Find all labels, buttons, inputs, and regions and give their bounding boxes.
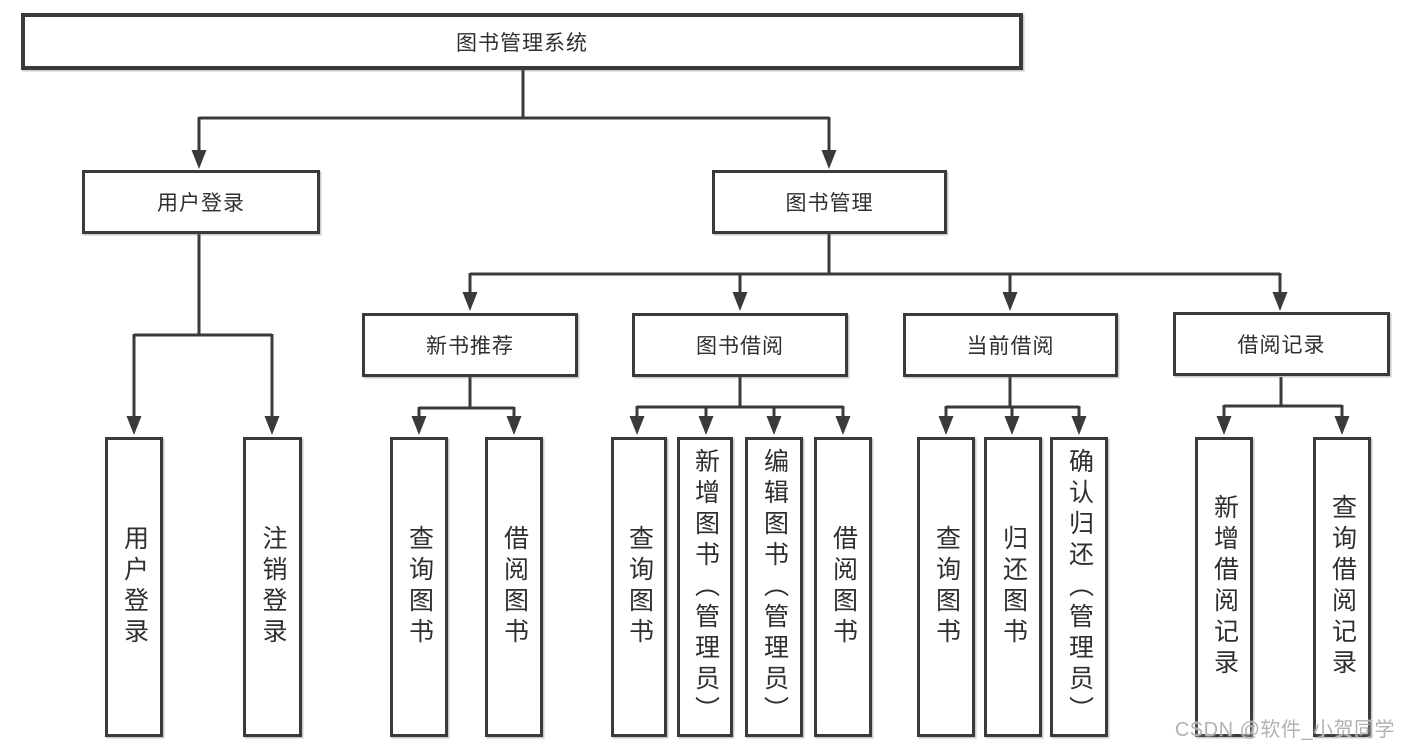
node-label: 用户登录 [157, 192, 245, 215]
node-label: 图书管理系统 [456, 31, 588, 55]
node-book-borrow: 图书借阅 [632, 313, 848, 377]
node-label: 查询借阅记录 [1328, 494, 1357, 680]
node-user-login: 用户登录 [82, 170, 320, 234]
node-label: 编辑图书（管理员） [760, 447, 789, 727]
node-label: 图书管理 [785, 192, 874, 215]
node-label: 用户登录 [120, 525, 149, 649]
leaf-borrow-books: 借阅图书 [814, 437, 872, 737]
node-current-borrow: 当前借阅 [903, 313, 1118, 377]
node-borrow-records: 借阅记录 [1173, 312, 1390, 376]
node-label: 注销登录 [259, 525, 287, 649]
node-label: 图书借阅 [696, 335, 784, 358]
node-book-management: 图书管理 [712, 170, 947, 234]
leaf-confirm-return-admin: 确认归还（管理员） [1050, 437, 1108, 737]
leaf-query-books-borrow: 查询图书 [611, 437, 667, 737]
leaf-return-books: 归还图书 [984, 437, 1042, 737]
node-label: 确认归还（管理员） [1065, 447, 1094, 727]
node-label: 新增借阅记录 [1210, 494, 1239, 680]
node-label: 借阅图书 [829, 525, 858, 649]
leaf-add-borrow-record: 新增借阅记录 [1195, 437, 1253, 737]
leaf-query-borrow-record: 查询借阅记录 [1313, 437, 1371, 737]
leaf-add-book-admin: 新增图书（管理员） [677, 437, 733, 737]
node-label: 新增图书（管理员） [691, 447, 720, 727]
node-label: 查询图书 [932, 525, 961, 649]
leaf-logout: 注销登录 [243, 437, 302, 737]
csdn-watermark: CSDN @软件_小贺同学 [1174, 719, 1395, 741]
node-label: 查询图书 [405, 525, 434, 649]
node-label: 借阅记录 [1237, 334, 1326, 357]
leaf-edit-book-admin: 编辑图书（管理员） [745, 437, 803, 737]
node-label: 查询图书 [625, 525, 654, 649]
node-library-system: 图书管理系统 [21, 13, 1023, 70]
node-new-book-recommend: 新书推荐 [362, 313, 578, 377]
leaf-query-books-recommend: 查询图书 [390, 437, 448, 737]
leaf-user-login: 用户登录 [105, 437, 163, 737]
node-label: 归还图书 [999, 525, 1028, 649]
leaf-query-books-current: 查询图书 [917, 437, 975, 737]
node-label: 借阅图书 [500, 525, 529, 649]
node-label: 当前借阅 [966, 335, 1055, 358]
tree-edges [132, 70, 1344, 419]
node-label: 新书推荐 [426, 335, 514, 358]
arrowheads [126, 150, 1350, 435]
leaf-borrow-books-recommend: 借阅图书 [485, 437, 543, 737]
